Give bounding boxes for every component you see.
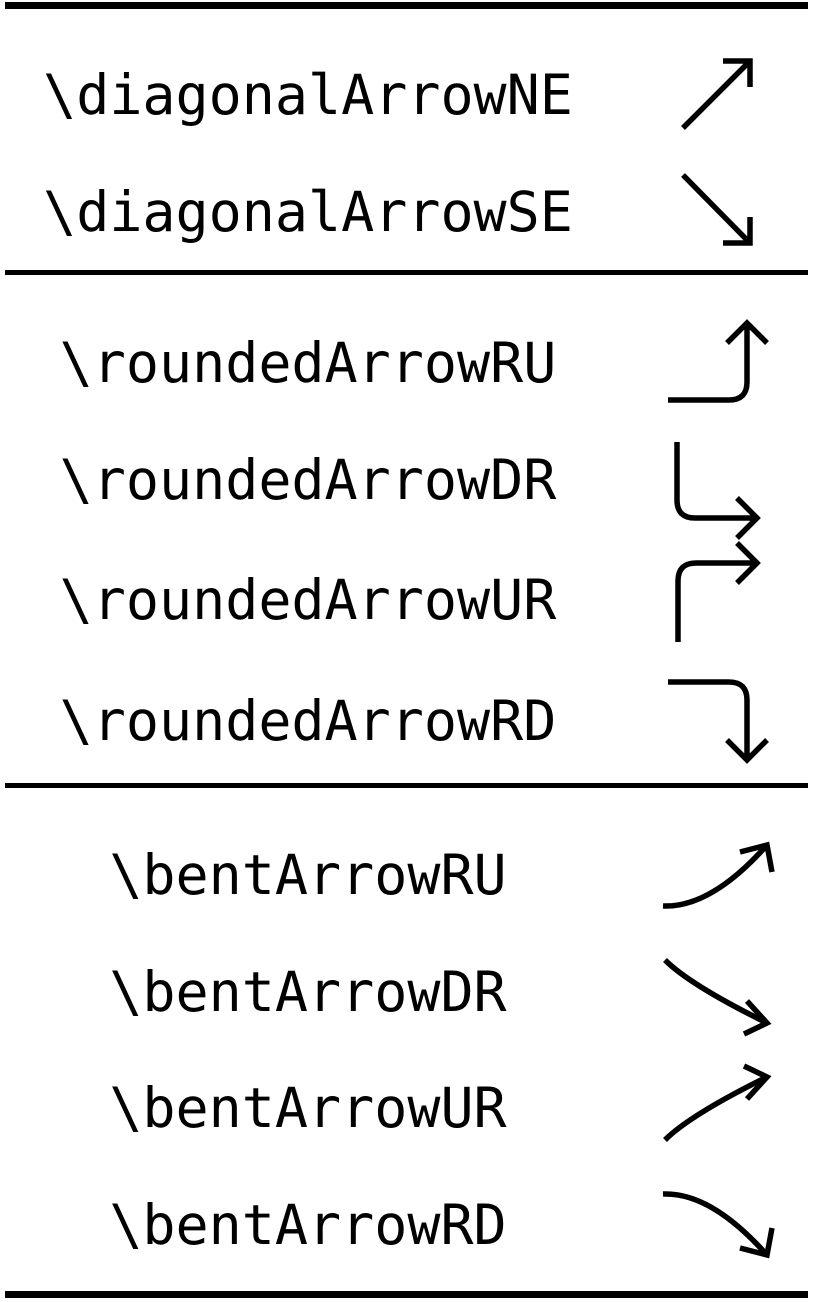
table-row: \bentArrowRU (0, 820, 813, 930)
command-label: \roundedArrowDR (59, 448, 557, 512)
rounded-rd-arrow-icon (668, 679, 769, 764)
bent-ur-arrow-icon (663, 1063, 772, 1142)
table-row: \roundedArrowRU (0, 308, 813, 418)
rounded-dr-arrow-icon (674, 442, 761, 540)
diagonal-se-arrow-icon (681, 173, 753, 246)
table-row: \bentArrowDR (0, 937, 813, 1047)
rounded-ru-arrow-icon (668, 319, 769, 403)
table-row: \roundedArrowDR (0, 425, 813, 540)
bottom-rule (5, 1291, 808, 1298)
command-label: \bentArrowRU (109, 843, 507, 907)
table-row: \roundedArrowRD (0, 666, 813, 776)
command-label: \diagonalArrowNE (43, 63, 573, 127)
table-row: \diagonalArrowNE (0, 40, 813, 150)
rounded-ur-arrow-icon (675, 541, 761, 642)
diagonal-ne-arrow-icon (681, 58, 753, 130)
table-row: \bentArrowRD (0, 1170, 813, 1280)
command-label: \bentArrowDR (109, 960, 507, 1024)
bent-dr-arrow-icon (663, 958, 772, 1037)
command-label: \bentArrowRD (109, 1193, 507, 1257)
command-label: \bentArrowUR (109, 1076, 507, 1140)
command-label: \roundedArrowRU (59, 331, 557, 395)
command-label: \diagonalArrowSE (43, 180, 573, 244)
top-rule (5, 2, 808, 9)
bent-rd-arrow-icon (662, 1191, 775, 1259)
command-label: \roundedArrowRD (59, 689, 557, 753)
table-row: \bentArrowUR (0, 1053, 813, 1163)
command-label: \roundedArrowUR (59, 568, 557, 632)
mid-rule-1 (5, 270, 808, 275)
table-row: \roundedArrowUR (0, 541, 813, 655)
bent-ru-arrow-icon (662, 841, 775, 909)
mid-rule-2 (5, 783, 808, 788)
table-row: \diagonalArrowSE (0, 157, 813, 267)
